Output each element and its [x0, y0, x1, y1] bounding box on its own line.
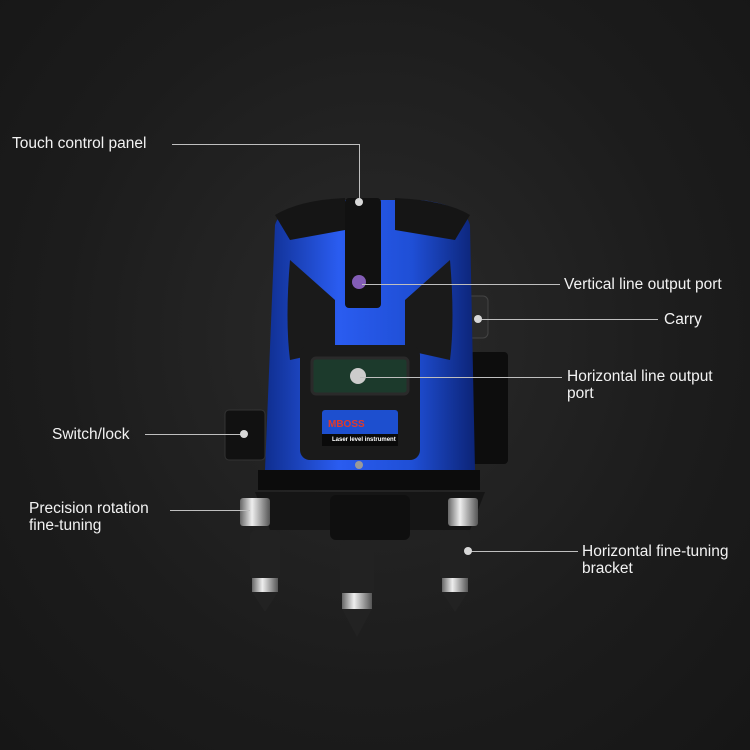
callout-dot [464, 547, 472, 555]
leader-line [359, 144, 360, 202]
callout-touch-control-panel: Touch control panel [12, 135, 147, 152]
leader-line [362, 284, 560, 285]
svg-text:MBOSS: MBOSS [328, 419, 365, 430]
callout-vertical-line-output-port: Vertical line output port [564, 276, 722, 293]
leader-line [172, 144, 360, 145]
callout-horizontal-fine-tuning-bracket: Horizontal fine-tuning bracket [582, 543, 729, 577]
product-label: Laser level instrument [332, 437, 396, 443]
leader-line [145, 434, 243, 435]
callout-dot [474, 315, 482, 323]
callout-dot [240, 430, 248, 438]
callout-carry: Carry [664, 311, 702, 328]
leader-line [480, 319, 658, 320]
callout-switch-lock: Switch/lock [52, 426, 130, 443]
callout-horizontal-line-output-port: Horizontal line output port [567, 368, 713, 402]
leader-line [470, 551, 578, 552]
callout-precision-rotation-fine-tuning: Precision rotation fine-tuning [29, 500, 149, 534]
callout-dot [355, 198, 363, 206]
leader-line [170, 510, 250, 511]
leader-line [360, 377, 562, 378]
